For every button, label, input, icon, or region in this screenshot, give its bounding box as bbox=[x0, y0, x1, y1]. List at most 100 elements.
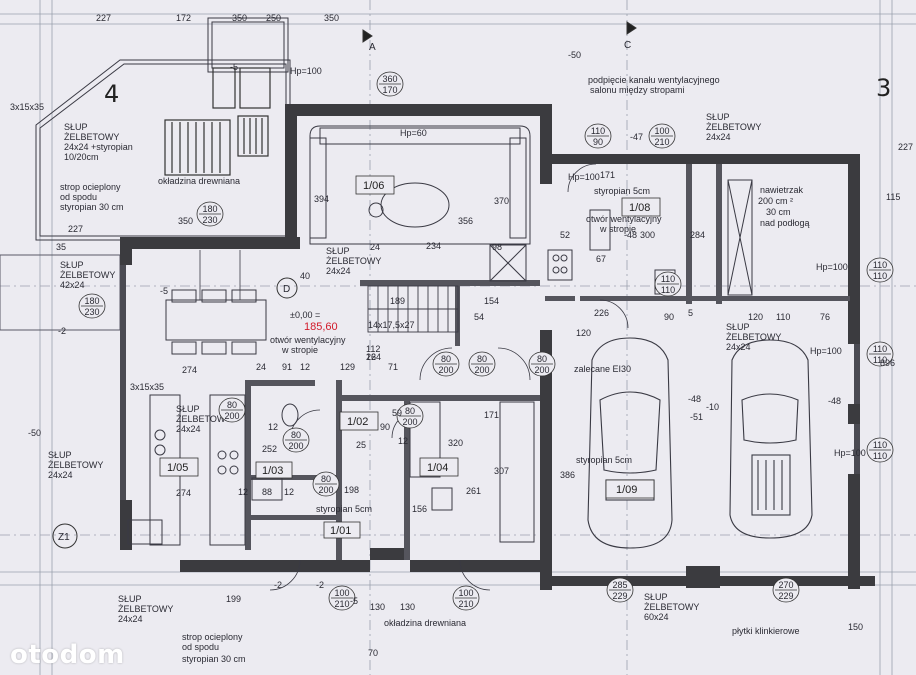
svg-text:14x17,5x27: 14x17,5x27 bbox=[368, 320, 415, 330]
dimension-label: 115 bbox=[886, 192, 900, 202]
svg-text:salonu między stropami: salonu między stropami bbox=[590, 85, 685, 95]
section-number-3: 3 bbox=[876, 74, 891, 102]
dimension-label: 52 bbox=[560, 230, 570, 240]
svg-text:SŁUP: SŁUP bbox=[60, 260, 84, 270]
dimension-top: 350 bbox=[232, 13, 247, 23]
level-absolute: 185,60 bbox=[304, 321, 338, 333]
watermark-logo: otodom bbox=[10, 640, 125, 670]
svg-text:24x24: 24x24 bbox=[706, 132, 731, 142]
dimension-label: 154 bbox=[484, 296, 499, 306]
dimension-label: 307 bbox=[494, 466, 509, 476]
dimension-label: Hp=100 bbox=[290, 66, 322, 76]
svg-text:ŻELBETOWY: ŻELBETOWY bbox=[176, 414, 231, 424]
dimension-label: 227 bbox=[898, 142, 913, 152]
dimension-label: 386 bbox=[560, 470, 575, 480]
room-1-08: 1/08 bbox=[629, 202, 650, 214]
dimension-label: 320 bbox=[448, 438, 463, 448]
door-width: 110 bbox=[591, 126, 605, 136]
svg-text:nawietrzak: nawietrzak bbox=[760, 185, 804, 195]
svg-text:SŁUP: SŁUP bbox=[726, 322, 750, 332]
dimension-label: 171 bbox=[600, 170, 615, 180]
kitchen-units bbox=[127, 394, 246, 546]
bath-fixtures bbox=[251, 401, 535, 543]
door-height: 200 bbox=[534, 365, 549, 375]
door-height: 200 bbox=[288, 441, 303, 451]
svg-text:styropian 30 cm: styropian 30 cm bbox=[60, 202, 124, 212]
svg-text:styropian 5cm: styropian 5cm bbox=[594, 186, 650, 196]
dimension-label: 91 bbox=[282, 362, 292, 372]
terrace-steps bbox=[164, 67, 271, 176]
dimension-label: 98 bbox=[492, 242, 502, 252]
door-width: 360 bbox=[382, 74, 397, 84]
door-height: 110 bbox=[873, 271, 887, 281]
svg-text:SŁUP: SŁUP bbox=[706, 112, 730, 122]
dimension-label: 12 bbox=[366, 352, 376, 362]
dimension-label: 226 bbox=[594, 308, 609, 318]
dimension-label: 350 bbox=[178, 216, 193, 226]
door-width: 80 bbox=[477, 354, 487, 364]
svg-text:SŁUP: SŁUP bbox=[48, 450, 72, 460]
dimension-label: 59 bbox=[392, 408, 402, 418]
dimension-label: 199 bbox=[226, 594, 241, 604]
dimension-label: -5 bbox=[350, 596, 358, 606]
axis-d-label: D bbox=[283, 284, 290, 295]
door-height: 210 bbox=[654, 137, 669, 147]
dimension-label: -10 bbox=[706, 402, 719, 412]
door-width: 80 bbox=[321, 474, 331, 484]
svg-text:od spodu: od spodu bbox=[182, 642, 219, 652]
door-width: 180 bbox=[202, 204, 217, 214]
shaft-and-equipment bbox=[489, 179, 753, 296]
door-width: 100 bbox=[458, 588, 473, 598]
dimension-label: 198 bbox=[344, 485, 359, 495]
svg-text:ŻELBETOWY: ŻELBETOWY bbox=[48, 460, 103, 470]
dimension-label: -50 bbox=[28, 428, 41, 438]
dimension-label: 120 bbox=[576, 328, 591, 338]
dimension-label: 274 bbox=[182, 365, 197, 375]
dimension-label: 252 bbox=[262, 444, 277, 454]
svg-text:ŻELBETOWY: ŻELBETOWY bbox=[726, 332, 781, 342]
dimension-label: 12 bbox=[284, 487, 294, 497]
dimension-label: Hp=100 bbox=[568, 172, 600, 182]
svg-text:24x24: 24x24 bbox=[48, 470, 73, 480]
svg-text:30 cm: 30 cm bbox=[766, 207, 791, 217]
door-width: 80 bbox=[405, 406, 415, 416]
dimension-label: -2 bbox=[316, 580, 324, 590]
door-height: 170 bbox=[382, 85, 397, 95]
dimension-label: 896 bbox=[880, 358, 895, 368]
svg-text:w stropie: w stropie bbox=[599, 224, 636, 234]
svg-text:SŁUP: SŁUP bbox=[644, 592, 668, 602]
room-1-03: 1/03 bbox=[262, 465, 283, 477]
svg-text:24x24: 24x24 bbox=[726, 342, 751, 352]
door-height: 200 bbox=[224, 411, 239, 421]
door-height: 90 bbox=[593, 137, 603, 147]
door-width: 110 bbox=[873, 260, 887, 270]
door-width: 100 bbox=[654, 126, 669, 136]
terrace-outline bbox=[0, 17, 291, 331]
door-width: 110 bbox=[873, 440, 887, 450]
dimension-label: 227 bbox=[68, 224, 83, 234]
svg-text:42x24: 42x24 bbox=[60, 280, 85, 290]
interior-walls bbox=[245, 164, 850, 560]
svg-text:SŁUP: SŁUP bbox=[326, 246, 350, 256]
dimension-label: 234 bbox=[426, 241, 441, 251]
dimension-label: 261 bbox=[466, 486, 481, 496]
dimension-label: -51 bbox=[690, 412, 703, 422]
dimension-label: -5 bbox=[160, 286, 168, 296]
svg-text:w stropie: w stropie bbox=[281, 345, 318, 355]
dimension-label: 76 bbox=[820, 312, 830, 322]
car-right bbox=[729, 339, 813, 539]
dimension-label: Hp=100 bbox=[810, 346, 842, 356]
door-height: 200 bbox=[318, 485, 333, 495]
dining-table bbox=[165, 289, 267, 355]
dimension-label: 130 bbox=[400, 602, 415, 612]
dimension-label: 274 bbox=[176, 488, 191, 498]
door-height: 110 bbox=[873, 451, 887, 461]
